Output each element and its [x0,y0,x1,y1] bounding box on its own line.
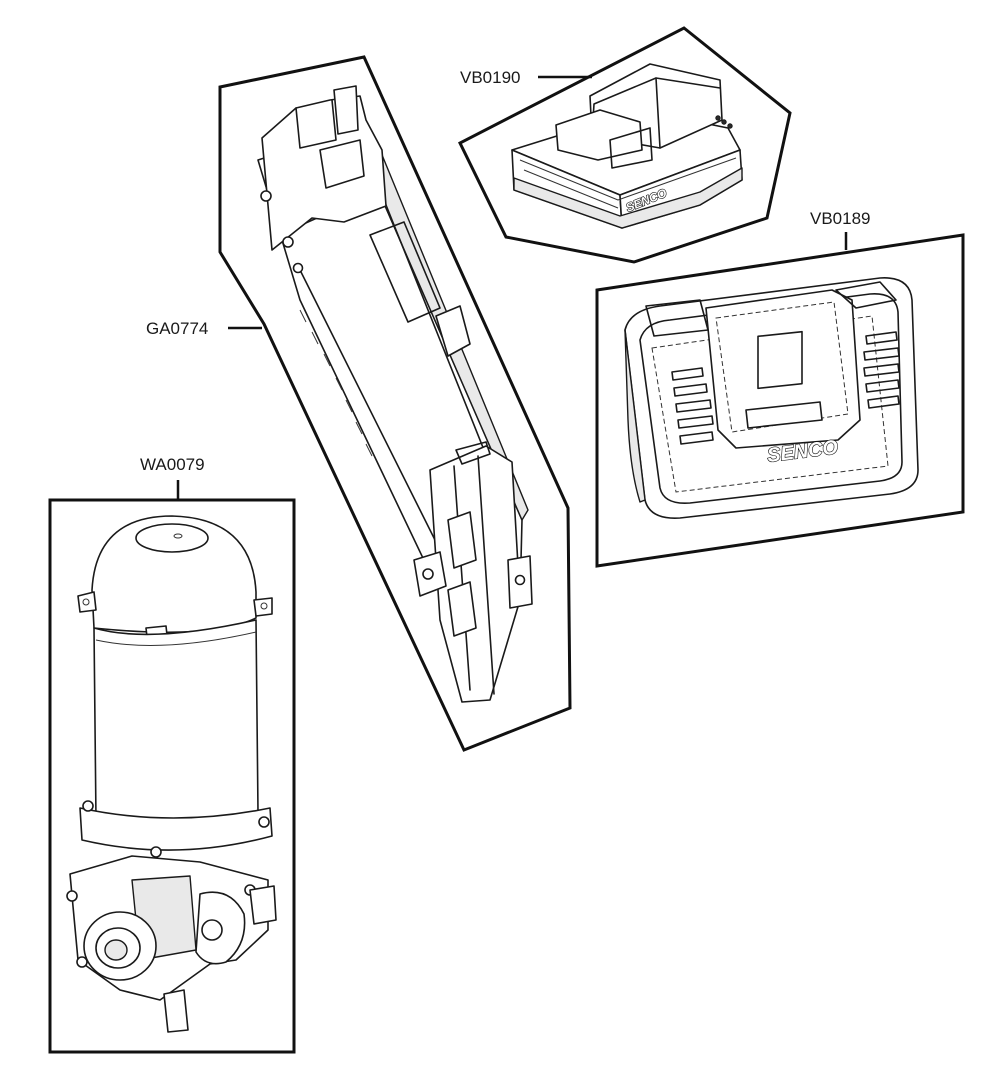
charger-left-vents [671,367,714,445]
motor-part-label: WA0079 [140,455,205,474]
charger-illustration: SENCO [624,277,919,519]
magazine-group: GA0774 [146,55,572,752]
magazine-part-label: GA0774 [146,319,208,338]
motor-group: WA0079 [48,455,296,1054]
battery-illustration: SENCO [511,63,743,229]
motor-illustration [66,515,277,1033]
magazine-slots [299,309,373,457]
battery-group: VB0190 SENCO [458,26,792,264]
magazine-illustration [257,85,533,703]
battery-part-label: VB0190 [460,68,521,87]
charger-right-vents [863,331,900,409]
charger-part-label: VB0189 [810,209,871,228]
charger-group: VB0189 [595,209,965,568]
